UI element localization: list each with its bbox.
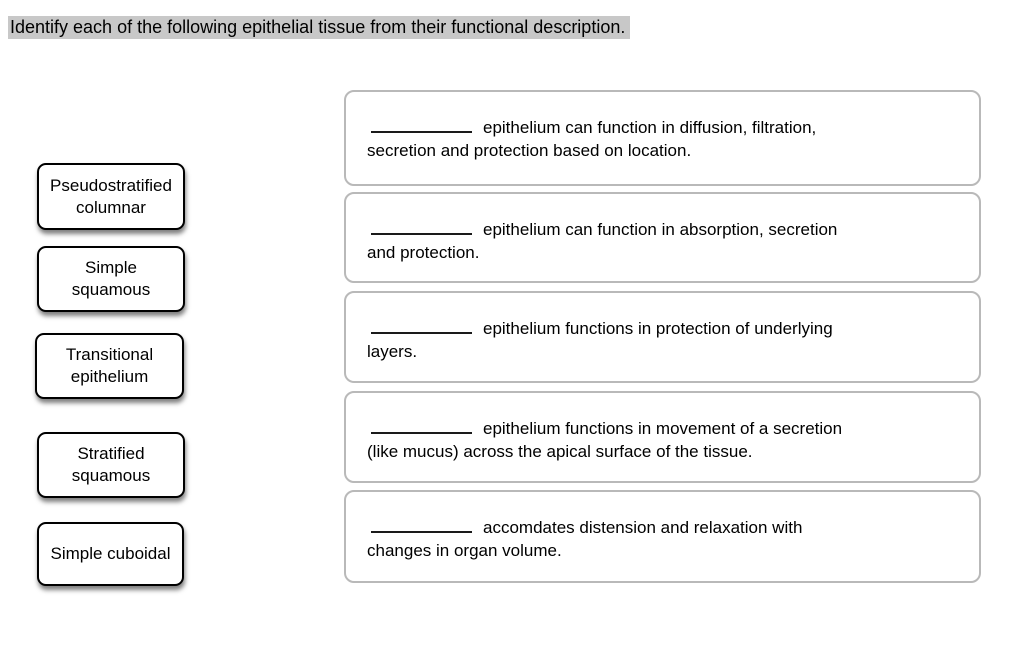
answer-blank[interactable] bbox=[371, 516, 472, 533]
description-line: and protection. bbox=[367, 243, 480, 262]
description-text: epithelium can function in absorption, s… bbox=[483, 220, 838, 239]
tile-label-line: Stratified bbox=[77, 444, 145, 463]
tile-transitional-epithelium[interactable]: Transitional epithelium bbox=[35, 333, 184, 399]
description-line: epithelium can function in diffusion, fi… bbox=[367, 116, 959, 139]
description-line: changes in organ volume. bbox=[367, 541, 562, 560]
tile-simple-squamous[interactable]: Simple squamous bbox=[37, 246, 185, 312]
tile-simple-cuboidal[interactable]: Simple cuboidal bbox=[37, 522, 184, 586]
description-box-protection-underlying[interactable]: epithelium functions in protection of un… bbox=[344, 291, 981, 383]
answer-blank[interactable] bbox=[371, 417, 472, 434]
description-line: epithelium functions in movement of a se… bbox=[367, 417, 959, 440]
answer-blank[interactable] bbox=[371, 317, 472, 334]
description-line: epithelium functions in protection of un… bbox=[367, 317, 959, 340]
description-line: secretion and protection based on locati… bbox=[367, 141, 692, 160]
answer-blank[interactable] bbox=[371, 116, 472, 133]
tile-label-line: Pseudostratified bbox=[50, 175, 172, 195]
question-prompt: Identify each of the following epithelia… bbox=[8, 16, 631, 39]
tile-label-line: squamous bbox=[71, 466, 151, 485]
answer-blank[interactable] bbox=[371, 218, 472, 235]
description-line: (like mucus) across the apical surface o… bbox=[367, 442, 753, 461]
description-line: accomdates distension and relaxation wit… bbox=[367, 516, 959, 539]
description-box-absorption-secretion[interactable]: epithelium can function in absorption, s… bbox=[344, 192, 981, 283]
tile-label-line: Simple bbox=[85, 258, 137, 277]
tile-label-line: Transitional bbox=[65, 345, 154, 364]
description-box-diffusion-filtration[interactable]: epithelium can function in diffusion, fi… bbox=[344, 90, 981, 186]
description-box-movement-secretion[interactable]: epithelium functions in movement of a se… bbox=[344, 391, 981, 483]
tile-label-line: Simple cuboidal bbox=[50, 544, 171, 563]
description-line: epithelium can function in absorption, s… bbox=[367, 218, 959, 241]
page-title: Identify each of the following epithelia… bbox=[8, 14, 631, 40]
tile-label-line: epithelium bbox=[70, 367, 149, 386]
description-text: epithelium can function in diffusion, fi… bbox=[483, 118, 817, 137]
description-text: epithelium functions in protection of un… bbox=[483, 319, 833, 338]
description-line: layers. bbox=[367, 342, 418, 361]
tile-label-line: columnar bbox=[76, 197, 146, 217]
tile-stratified-squamous[interactable]: Stratified squamous bbox=[37, 432, 185, 498]
description-text: accomdates distension and relaxation wit… bbox=[483, 518, 803, 537]
description-box-distension-relaxation[interactable]: accomdates distension and relaxation wit… bbox=[344, 490, 981, 583]
description-text: epithelium functions in movement of a se… bbox=[483, 419, 843, 438]
tile-label-line: squamous bbox=[71, 280, 151, 299]
tile-pseudostratified-columnar[interactable]: Pseudostratified columnar bbox=[37, 163, 185, 230]
